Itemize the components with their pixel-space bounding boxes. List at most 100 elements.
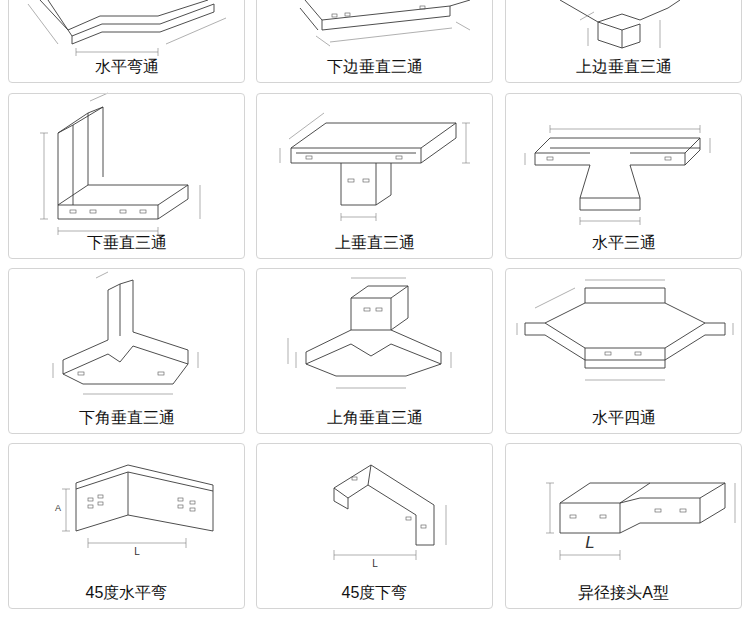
fitting-caption: 水平弯通	[9, 57, 244, 77]
upper-angle-vertical-tee-drawing	[288, 278, 451, 388]
upper-angle-vertical-tee-drawing-part	[306, 364, 441, 376]
upper-angle-vertical-tee-drawing-part	[391, 330, 441, 364]
horizontal-cross-drawing-part	[635, 352, 641, 355]
upper-angle-vertical-tee-drawing-part	[288, 278, 451, 388]
horizontal-tee-drawing-part	[550, 138, 700, 148]
lower-vertical-tee-drawing-part	[103, 107, 104, 177]
upper-side-vertical-tee-drawing-part	[560, 0, 680, 22]
lower-vertical-tee-drawing-part	[90, 210, 96, 213]
horizontal-cross-drawing-part	[517, 280, 733, 380]
horizontal-45-bend-drawing-part	[128, 472, 129, 515]
horizontal-tee-drawing-part	[580, 165, 640, 198]
horizontal-45-bend-drawing-part	[98, 495, 103, 498]
horizontal-cross-drawing-part	[545, 335, 705, 360]
fitting-panel: 下垂直三通	[8, 93, 245, 259]
horizontal-45-bend-drawing-part	[88, 505, 93, 508]
lower-angle-vertical-tee-drawing-part	[158, 372, 164, 375]
lower-vertical-tee-drawing-part	[40, 93, 200, 235]
fitting-panel: 45度水平弯	[8, 443, 245, 609]
reducer-a-drawing-part	[570, 515, 576, 518]
horizontal-45-bend-drawing-part	[190, 501, 195, 504]
fitting-caption: 上垂直三通	[257, 233, 492, 253]
horizontal-cross-drawing-part	[585, 348, 665, 368]
fitting-caption: 水平四通	[506, 408, 741, 428]
horizontal-cross-drawing-part	[605, 352, 611, 355]
horizontal-45-bend-drawing	[62, 465, 213, 548]
down-45-bend-drawing-part	[334, 505, 446, 560]
upper-vertical-tee-drawing-part	[348, 179, 354, 182]
fitting-panel: 上边垂直三通	[505, 0, 742, 83]
fitting-caption: 上边垂直三通	[506, 57, 741, 77]
lower-angle-vertical-tee-drawing	[53, 272, 198, 394]
upper-vertical-tee-drawing	[280, 113, 470, 221]
fitting-panel: 水平三通	[505, 93, 742, 259]
horizontal-elbow-drawing-part	[28, 4, 226, 56]
reducer-a-drawing-part	[600, 515, 606, 518]
upper-side-vertical-tee-drawing-part	[598, 22, 622, 48]
reducer-a-drawing-part	[560, 503, 620, 533]
horizontal-45-bend-drawing-part	[76, 472, 213, 491]
horizontal-tee-drawing-part	[535, 138, 700, 165]
upper-angle-vertical-tee-drawing-part	[376, 308, 382, 311]
fitting-panel: 异径接头A型	[505, 443, 742, 609]
lower-side-vertical-tee-drawing-part	[300, 8, 318, 30]
down-45-bend-drawing	[334, 465, 446, 560]
lower-vertical-tee-drawing-part	[58, 205, 158, 219]
lower-side-vertical-tee-drawing-part	[332, 14, 337, 17]
fitting-panel: 水平弯通	[8, 0, 245, 83]
lower-vertical-tee-drawing-part	[58, 185, 188, 205]
reducer-a-drawing-part	[650, 483, 725, 523]
down-45-bend-drawing-part	[352, 477, 357, 480]
upper-vertical-tee-drawing-part	[341, 163, 391, 205]
reducer-a-drawing-part	[680, 509, 686, 512]
lower-angle-vertical-tee-drawing-part	[63, 364, 188, 384]
fitting-caption: 异径接头A型	[506, 583, 741, 603]
horizontal-45-bend-drawing-part	[76, 483, 213, 531]
dimension-label: L	[371, 559, 379, 569]
horizontal-tee-drawing-part	[580, 198, 640, 210]
lower-vertical-tee-drawing	[40, 93, 200, 235]
upper-angle-vertical-tee-drawing-part	[351, 344, 391, 356]
horizontal-tee-drawing-part	[525, 125, 710, 225]
upper-angle-vertical-tee-drawing-part	[351, 286, 408, 330]
lower-angle-vertical-tee-drawing-part	[63, 340, 108, 374]
down-45-bend-drawing-part	[406, 517, 411, 520]
horizontal-elbow-drawing-part	[48, 0, 214, 36]
dimension-label: L	[584, 534, 595, 551]
upper-angle-vertical-tee-drawing-part	[364, 308, 370, 311]
upper-side-vertical-tee-drawing-part	[622, 24, 640, 48]
lower-vertical-tee-drawing-part	[70, 210, 76, 213]
horizontal-45-bend-drawing-part	[178, 505, 183, 508]
down-45-bend-drawing-part	[368, 465, 371, 485]
reducer-a-drawing-part	[655, 509, 661, 512]
lower-vertical-tee-drawing-part	[140, 210, 146, 213]
upper-angle-vertical-tee-drawing-part	[306, 330, 351, 364]
lower-side-vertical-tee-drawing-part	[316, 22, 470, 46]
fitting-panel: 水平四通	[505, 268, 742, 434]
down-45-bend-drawing-part	[421, 525, 426, 528]
horizontal-cross-drawing-part	[585, 288, 665, 303]
down-45-bend-drawing-part	[334, 465, 434, 545]
horizontal-elbow-drawing-part	[72, 4, 214, 44]
lower-angle-vertical-tee-drawing-part	[108, 280, 133, 340]
lower-side-vertical-tee-drawing-part	[305, 0, 470, 20]
horizontal-cross-drawing-part	[545, 303, 705, 348]
upper-vertical-tee-drawing-part	[296, 153, 416, 154]
lower-angle-vertical-tee-drawing-part	[53, 272, 198, 394]
fitting-panel: 下边垂直三通	[256, 0, 493, 83]
horizontal-45-bend-drawing-part	[62, 489, 186, 548]
horizontal-elbow-drawing	[28, 0, 226, 56]
upper-vertical-tee-drawing-part	[291, 148, 421, 163]
fitting-panel: 上垂直三通	[256, 93, 493, 259]
upper-vertical-tee-drawing-part	[280, 113, 470, 221]
lower-side-vertical-tee-drawing-part	[345, 13, 350, 16]
lower-side-vertical-tee-drawing	[300, 0, 470, 46]
fitting-caption: 水平三通	[506, 233, 741, 253]
lower-vertical-tee-drawing-part	[58, 107, 103, 205]
horizontal-tee-drawing	[525, 125, 710, 225]
horizontal-45-bend-drawing-part	[88, 498, 93, 501]
dimension-label: A	[54, 504, 62, 513]
lower-vertical-tee-drawing-part	[158, 185, 188, 219]
